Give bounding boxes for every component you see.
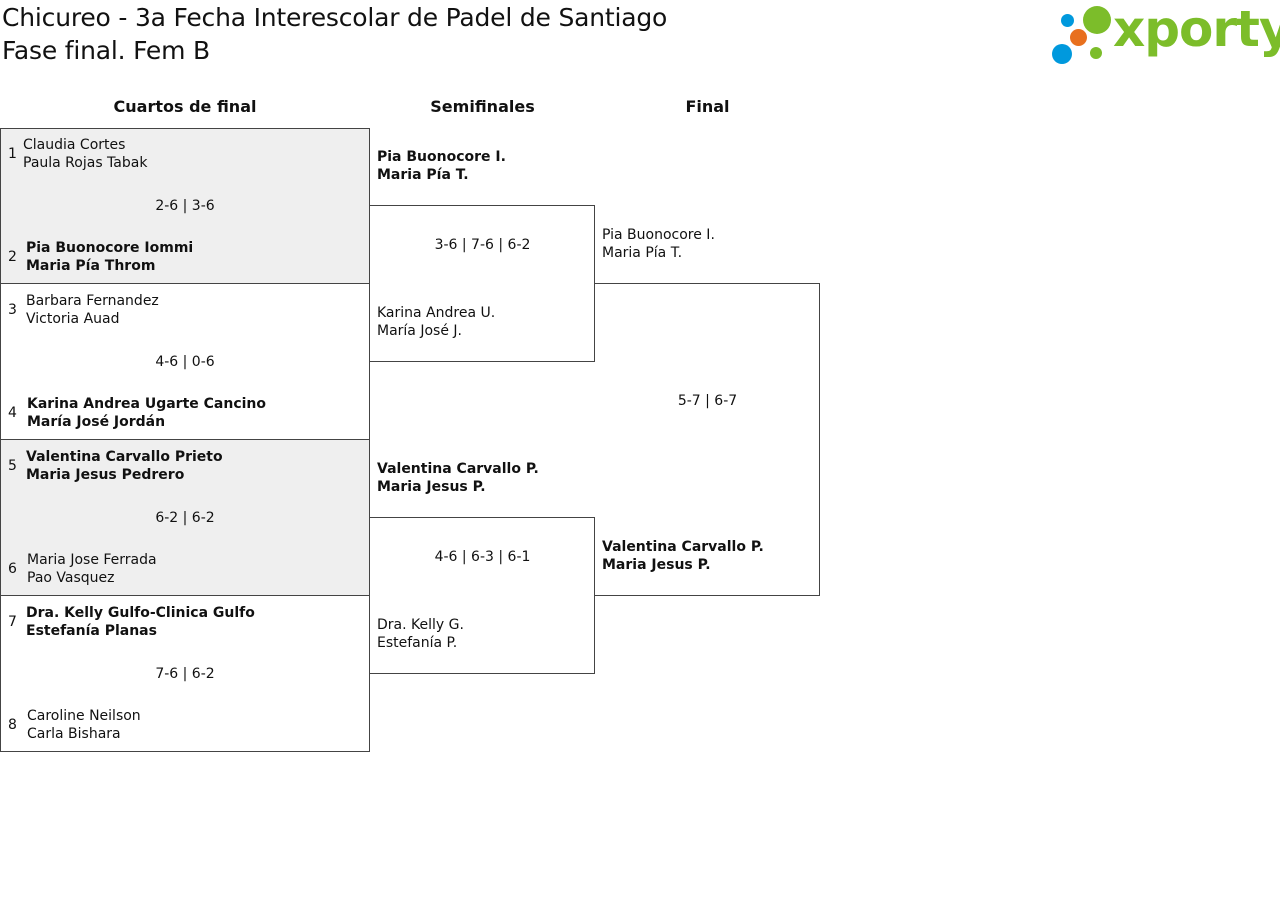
team-entry-winner[interactable]: Karina Andrea Ugarte Cancino María José … [27,395,266,431]
player-name: Karina Andrea U. [377,305,496,321]
player-name: Victoria Auad [26,311,120,327]
page-title: Chicureo - 3a Fecha Interescolar de Pade… [2,3,668,32]
final-team[interactable]: Pia Buonocore I. Maria Pía T. [602,226,715,262]
player-name: María José J. [377,323,462,339]
player-name: Maria Jose Ferrada [27,552,157,568]
player-name: Caroline Neilson [27,708,141,724]
player-name: Estefanía P. [377,635,458,651]
player-name: Dra. Kelly Gulfo-Clinica Gulfo [26,605,255,621]
match-score: 4-6 | 0-6 [155,354,215,370]
team-entry[interactable]: Caroline Neilson Carla Bishara [27,707,141,743]
team-entry[interactable]: Claudia Cortes Paula Rojas Tabak [23,136,147,172]
semifinal-team-winner[interactable]: Pia Buonocore I. Maria Pía T. [377,148,506,184]
player-name: Maria Pía T. [377,167,469,183]
page-subtitle: Fase final. Fem B [2,36,210,65]
seed-number: 3 [8,302,17,318]
seed-number: 7 [8,614,17,630]
xporty-logo[interactable]: xporty [1050,0,1280,66]
semifinal-team[interactable]: Karina Andrea U. María José J. [377,304,495,340]
player-name: Valentina Carvallo P. [377,461,539,477]
match-score: 2-6 | 3-6 [155,198,215,214]
player-name: Pao Vasquez [27,570,115,586]
match-score: 3-6 | 7-6 | 6-2 [434,237,531,253]
player-name: Paula Rojas Tabak [23,155,148,171]
quarterfinal-match-3[interactable] [0,439,370,596]
seed-number: 8 [8,717,17,733]
player-name: Pia Buonocore I. [602,227,715,243]
player-name: Estefanía Planas [26,623,157,639]
player-name: Maria Pía Throm [26,258,156,274]
player-name: Maria Jesus Pedrero [26,467,185,483]
player-name: Valentina Carvallo Prieto [26,449,223,465]
player-name: Valentina Carvallo P. [602,539,764,555]
player-name: Maria Jesus P. [602,557,711,573]
logo-dot-green-small [1090,47,1102,59]
seed-number: 5 [8,458,17,474]
seed-number: 2 [8,249,17,265]
team-entry[interactable]: Barbara Fernandez Victoria Auad [26,292,159,328]
player-name: Pia Buonocore I. [377,149,506,165]
match-score: 7-6 | 6-2 [155,666,215,682]
round-header-semifinals: Semifinales [430,97,535,116]
final-match[interactable] [594,283,820,596]
semifinal-team-winner[interactable]: Valentina Carvallo P. Maria Jesus P. [377,460,539,496]
player-name: Carla Bishara [27,726,121,742]
logo-dot-blue-small [1061,14,1074,27]
seed-number: 1 [8,146,17,162]
round-header-quarterfinals: Cuartos de final [113,97,257,116]
team-entry[interactable]: Maria Jose Ferrada Pao Vasquez [27,551,157,587]
player-name: Pia Buonocore Iommi [26,240,194,256]
seed-number: 6 [8,561,17,577]
team-entry-winner[interactable]: Dra. Kelly Gulfo-Clinica Gulfo Estefanía… [26,604,255,640]
player-name: Maria Pía T. [602,245,683,261]
match-score: 6-2 | 6-2 [155,510,215,526]
match-score: 5-7 | 6-7 [677,393,738,409]
player-name: Karina Andrea Ugarte Cancino [27,396,267,412]
quarterfinal-match-1[interactable] [0,128,370,284]
player-name: Dra. Kelly G. [377,617,464,633]
player-name: María José Jordán [27,414,166,430]
team-entry-winner[interactable]: Valentina Carvallo Prieto Maria Jesus Pe… [26,448,223,484]
semifinal-team[interactable]: Dra. Kelly G. Estefanía P. [377,616,464,652]
logo-dot-blue-large [1052,44,1072,64]
logo-text: xporty [1113,0,1280,58]
match-score: 4-6 | 6-3 | 6-1 [434,549,531,565]
logo-dot-orange [1070,29,1087,46]
team-entry-winner[interactable]: Pia Buonocore Iommi Maria Pía Throm [26,239,193,275]
player-name: Claudia Cortes [23,137,126,153]
player-name: Maria Jesus P. [377,479,486,495]
player-name: Barbara Fernandez [26,293,159,309]
final-team-winner[interactable]: Valentina Carvallo P. Maria Jesus P. [602,538,764,574]
logo-dot-green-large [1083,6,1111,34]
seed-number: 4 [8,405,17,421]
round-header-final: Final [685,97,730,116]
